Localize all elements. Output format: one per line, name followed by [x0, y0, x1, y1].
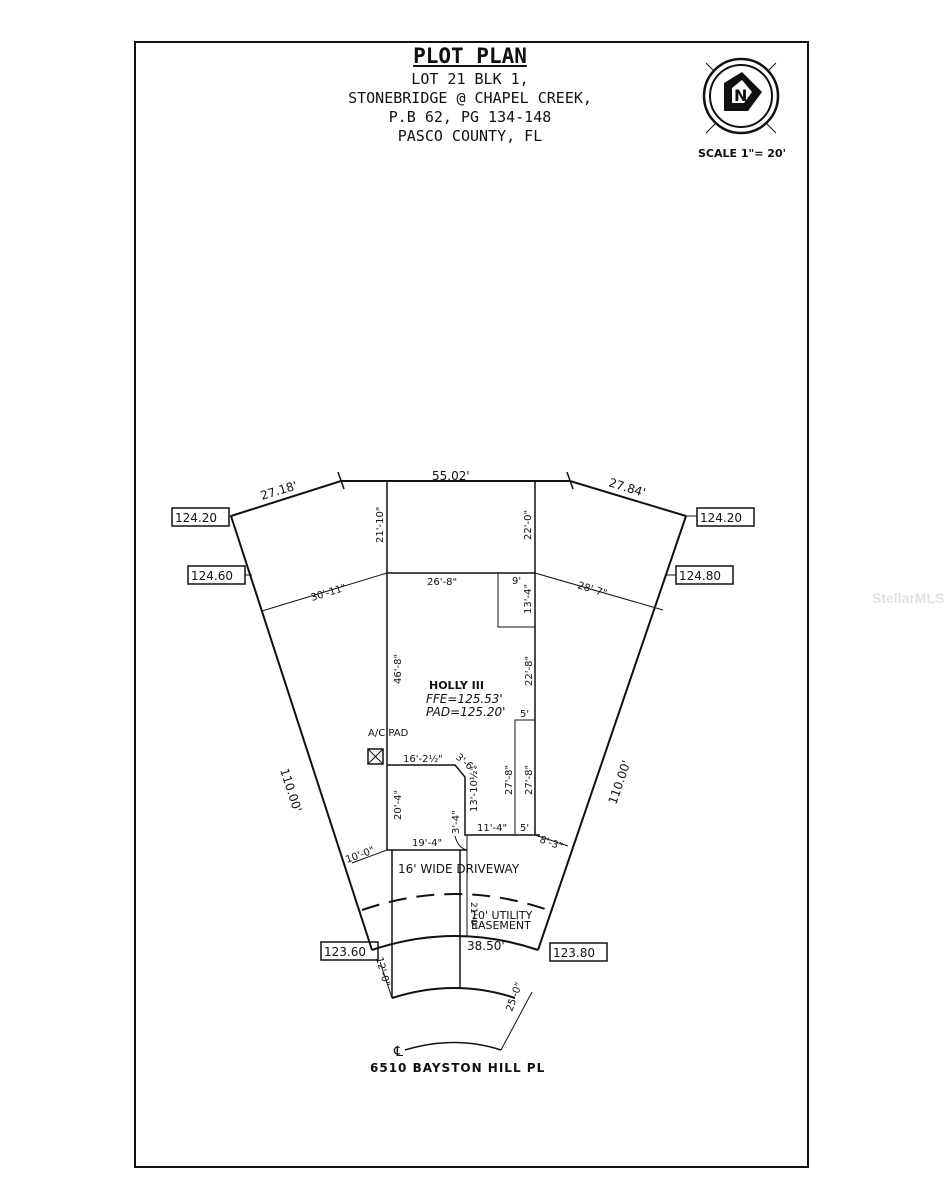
- watermark: StellarMLS: [872, 590, 945, 606]
- easement-label: 10' UTILITY: [471, 909, 533, 922]
- scale-label: SCALE 1"= 20': [698, 147, 786, 160]
- svg-text:21'-10": 21'-10": [375, 507, 386, 543]
- title-block: LOT 21 BLK 1, STONEBRIDGE @ CHAPEL CREEK…: [240, 70, 700, 146]
- boundary-label: 38.50': [467, 939, 505, 953]
- svg-text:46'-8": 46'-8": [393, 654, 404, 684]
- svg-text:27'-8": 27'-8": [504, 765, 515, 795]
- svg-text:16' WIDE DRIVEWAY: 16' WIDE DRIVEWAY: [398, 862, 520, 876]
- boundary-label: 110.00': [277, 767, 304, 814]
- centerline-symbol: ℄: [393, 1044, 403, 1060]
- svg-text:16'-2½": 16'-2½": [403, 753, 443, 765]
- svg-text:124.80: 124.80: [679, 569, 721, 583]
- svg-text:28'-7": 28'-7": [576, 580, 608, 599]
- svg-text:13'-4": 13'-4": [523, 584, 534, 614]
- svg-text:30'-11": 30'-11": [310, 583, 348, 604]
- ac-pad: A/C PAD: [367, 728, 409, 765]
- boundary-label: 27.84': [607, 475, 647, 499]
- svg-text:19'-4": 19'-4": [412, 838, 442, 849]
- svg-text:124.60: 124.60: [191, 569, 233, 583]
- row-dim-line: [500, 991, 533, 1051]
- row-dim-line: [379, 961, 393, 999]
- elevation-markers: 124.20 124.20 124.60 124.80 123.60 123.8…: [171, 507, 755, 962]
- svg-text:9': 9': [512, 576, 521, 587]
- svg-text:26'-8": 26'-8": [427, 577, 457, 588]
- boundary-label: 27.18': [259, 478, 299, 502]
- house-ffe: FFE=125.53': [426, 692, 503, 706]
- easement-line: [361, 893, 549, 911]
- house-footprint: [261, 481, 664, 864]
- svg-text:27'-8": 27'-8": [524, 765, 535, 795]
- svg-text:11'-4": 11'-4": [477, 823, 507, 834]
- road-edge: [391, 987, 516, 999]
- svg-text:20'-4": 20'-4": [393, 790, 404, 820]
- svg-text:5': 5': [520, 709, 529, 720]
- sheet-border: [134, 41, 809, 1168]
- north-arrow-icon: N: [702, 57, 780, 135]
- svg-text:10'-0": 10'-0": [344, 845, 376, 866]
- svg-text:8'-3": 8'-3": [538, 834, 564, 852]
- driveway: 16' WIDE DRIVEWAY: [391, 850, 520, 998]
- svg-text:123.80: 123.80: [553, 946, 595, 960]
- easement-label: EASEMENT: [471, 919, 531, 932]
- title-line: STONEBRIDGE @ CHAPEL CREEK,: [348, 89, 592, 107]
- title-line: P.B 62, PG 134-148: [388, 108, 552, 126]
- svg-text:124.20: 124.20: [700, 511, 742, 525]
- svg-text:3'-4": 3'-4": [451, 810, 462, 834]
- house-pad: PAD=125.20': [426, 705, 505, 719]
- svg-text:13'-10½": 13'-10½": [468, 766, 480, 812]
- boundary-label: 110.00': [606, 759, 634, 806]
- svg-text:N: N: [734, 86, 747, 105]
- title-line: LOT 21 BLK 1,: [411, 70, 529, 88]
- svg-text:21'-0": 21'-0": [468, 902, 478, 929]
- house-model: HOLLY III: [429, 679, 484, 692]
- address-label: 6510 BAYSTON HILL PL: [370, 1061, 546, 1075]
- svg-text:22'-0": 22'-0": [523, 510, 534, 540]
- boundary-label: 55.02': [432, 469, 470, 483]
- svg-text:12'-0": 12'-0": [373, 956, 391, 988]
- svg-text:124.20: 124.20: [175, 511, 217, 525]
- title-line: PASCO COUNTY, FL: [397, 127, 543, 145]
- page-title: PLOT PLAN: [413, 44, 527, 68]
- svg-text:22'-8": 22'-8": [524, 656, 535, 686]
- svg-text:5': 5': [520, 823, 529, 834]
- svg-text:A/C PAD: A/C PAD: [368, 728, 409, 739]
- svg-text:123.60: 123.60: [324, 945, 366, 959]
- road-centerline: [404, 1041, 502, 1051]
